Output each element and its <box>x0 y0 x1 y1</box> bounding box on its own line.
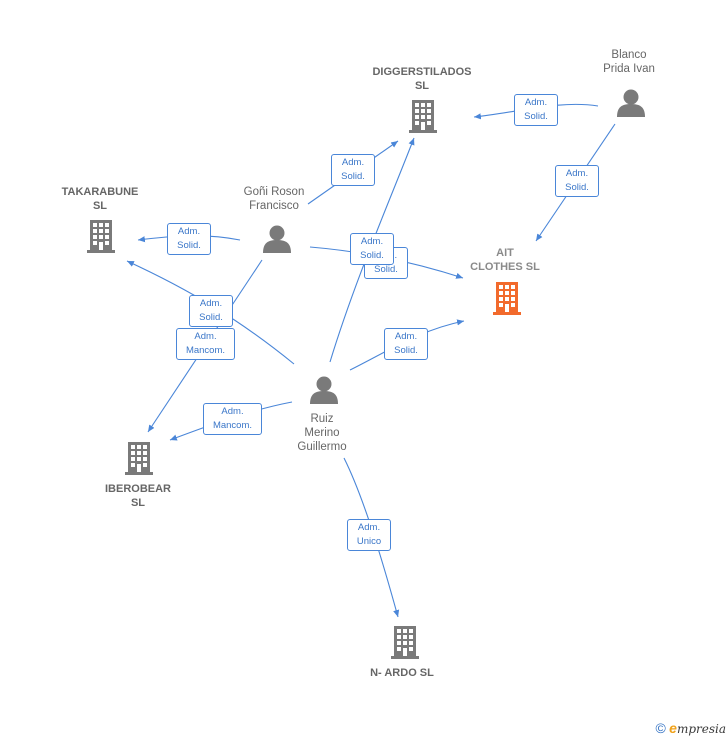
goni-person-icon[interactable] <box>263 225 291 254</box>
edge-label-goni-iberobear[interactable]: Adm. Mancom. <box>176 328 235 360</box>
blanco-person-icon[interactable] <box>617 89 645 118</box>
empresia-footer: © empresia <box>655 720 726 736</box>
ait-clothes-label[interactable]: AIT CLOTHES SL <box>470 247 540 273</box>
nardo-label[interactable]: N- ARDO SL <box>370 667 434 679</box>
edge-label-ruiz-diggerstilados[interactable]: Adm. Solid. <box>350 233 394 265</box>
empresia-logo-initial: e <box>669 720 677 736</box>
edge-label-ruiz-takarabune[interactable]: Adm. Solid. <box>189 295 233 327</box>
edge-label-goni-takarabune[interactable]: Adm. Solid. <box>167 223 211 255</box>
edge-label-ruiz-iberobear[interactable]: Adm. Mancom. <box>203 403 262 435</box>
ruiz-label[interactable]: Ruiz Merino Guillermo <box>297 413 347 453</box>
edge-label-ruiz-ait[interactable]: Adm. Solid. <box>384 328 428 360</box>
edge-label-goni-diggerstilados[interactable]: Adm. Solid. <box>331 154 375 186</box>
edge-label-ruiz-nardo[interactable]: Adm. Unico <box>347 519 391 551</box>
takarabune-building-icon[interactable] <box>87 220 115 253</box>
nardo-building-icon[interactable] <box>391 626 419 659</box>
takarabune-label[interactable]: TAKARABUNE SL <box>61 186 139 212</box>
edge-label-blanco-ait[interactable]: Adm. Solid. <box>555 165 599 197</box>
edge-label-blanco-diggerstilados[interactable]: Adm. Solid. <box>514 94 558 126</box>
diggerstilados-label[interactable]: DIGGERSTILADOS SL <box>372 66 472 92</box>
ait-clothes-building-icon[interactable] <box>493 282 521 315</box>
iberobear-label[interactable]: IBEROBEAR SL <box>104 483 171 509</box>
blanco-label[interactable]: Blanco Prida Ivan <box>603 49 655 75</box>
copyright-symbol: © <box>655 720 666 736</box>
diggerstilados-building-icon[interactable] <box>409 100 437 133</box>
goni-label[interactable]: Goñi Roson Francisco <box>243 186 305 212</box>
iberobear-building-icon[interactable] <box>125 442 153 475</box>
empresia-logo-text: mpresia <box>676 722 726 736</box>
ruiz-person-icon[interactable] <box>310 376 338 405</box>
